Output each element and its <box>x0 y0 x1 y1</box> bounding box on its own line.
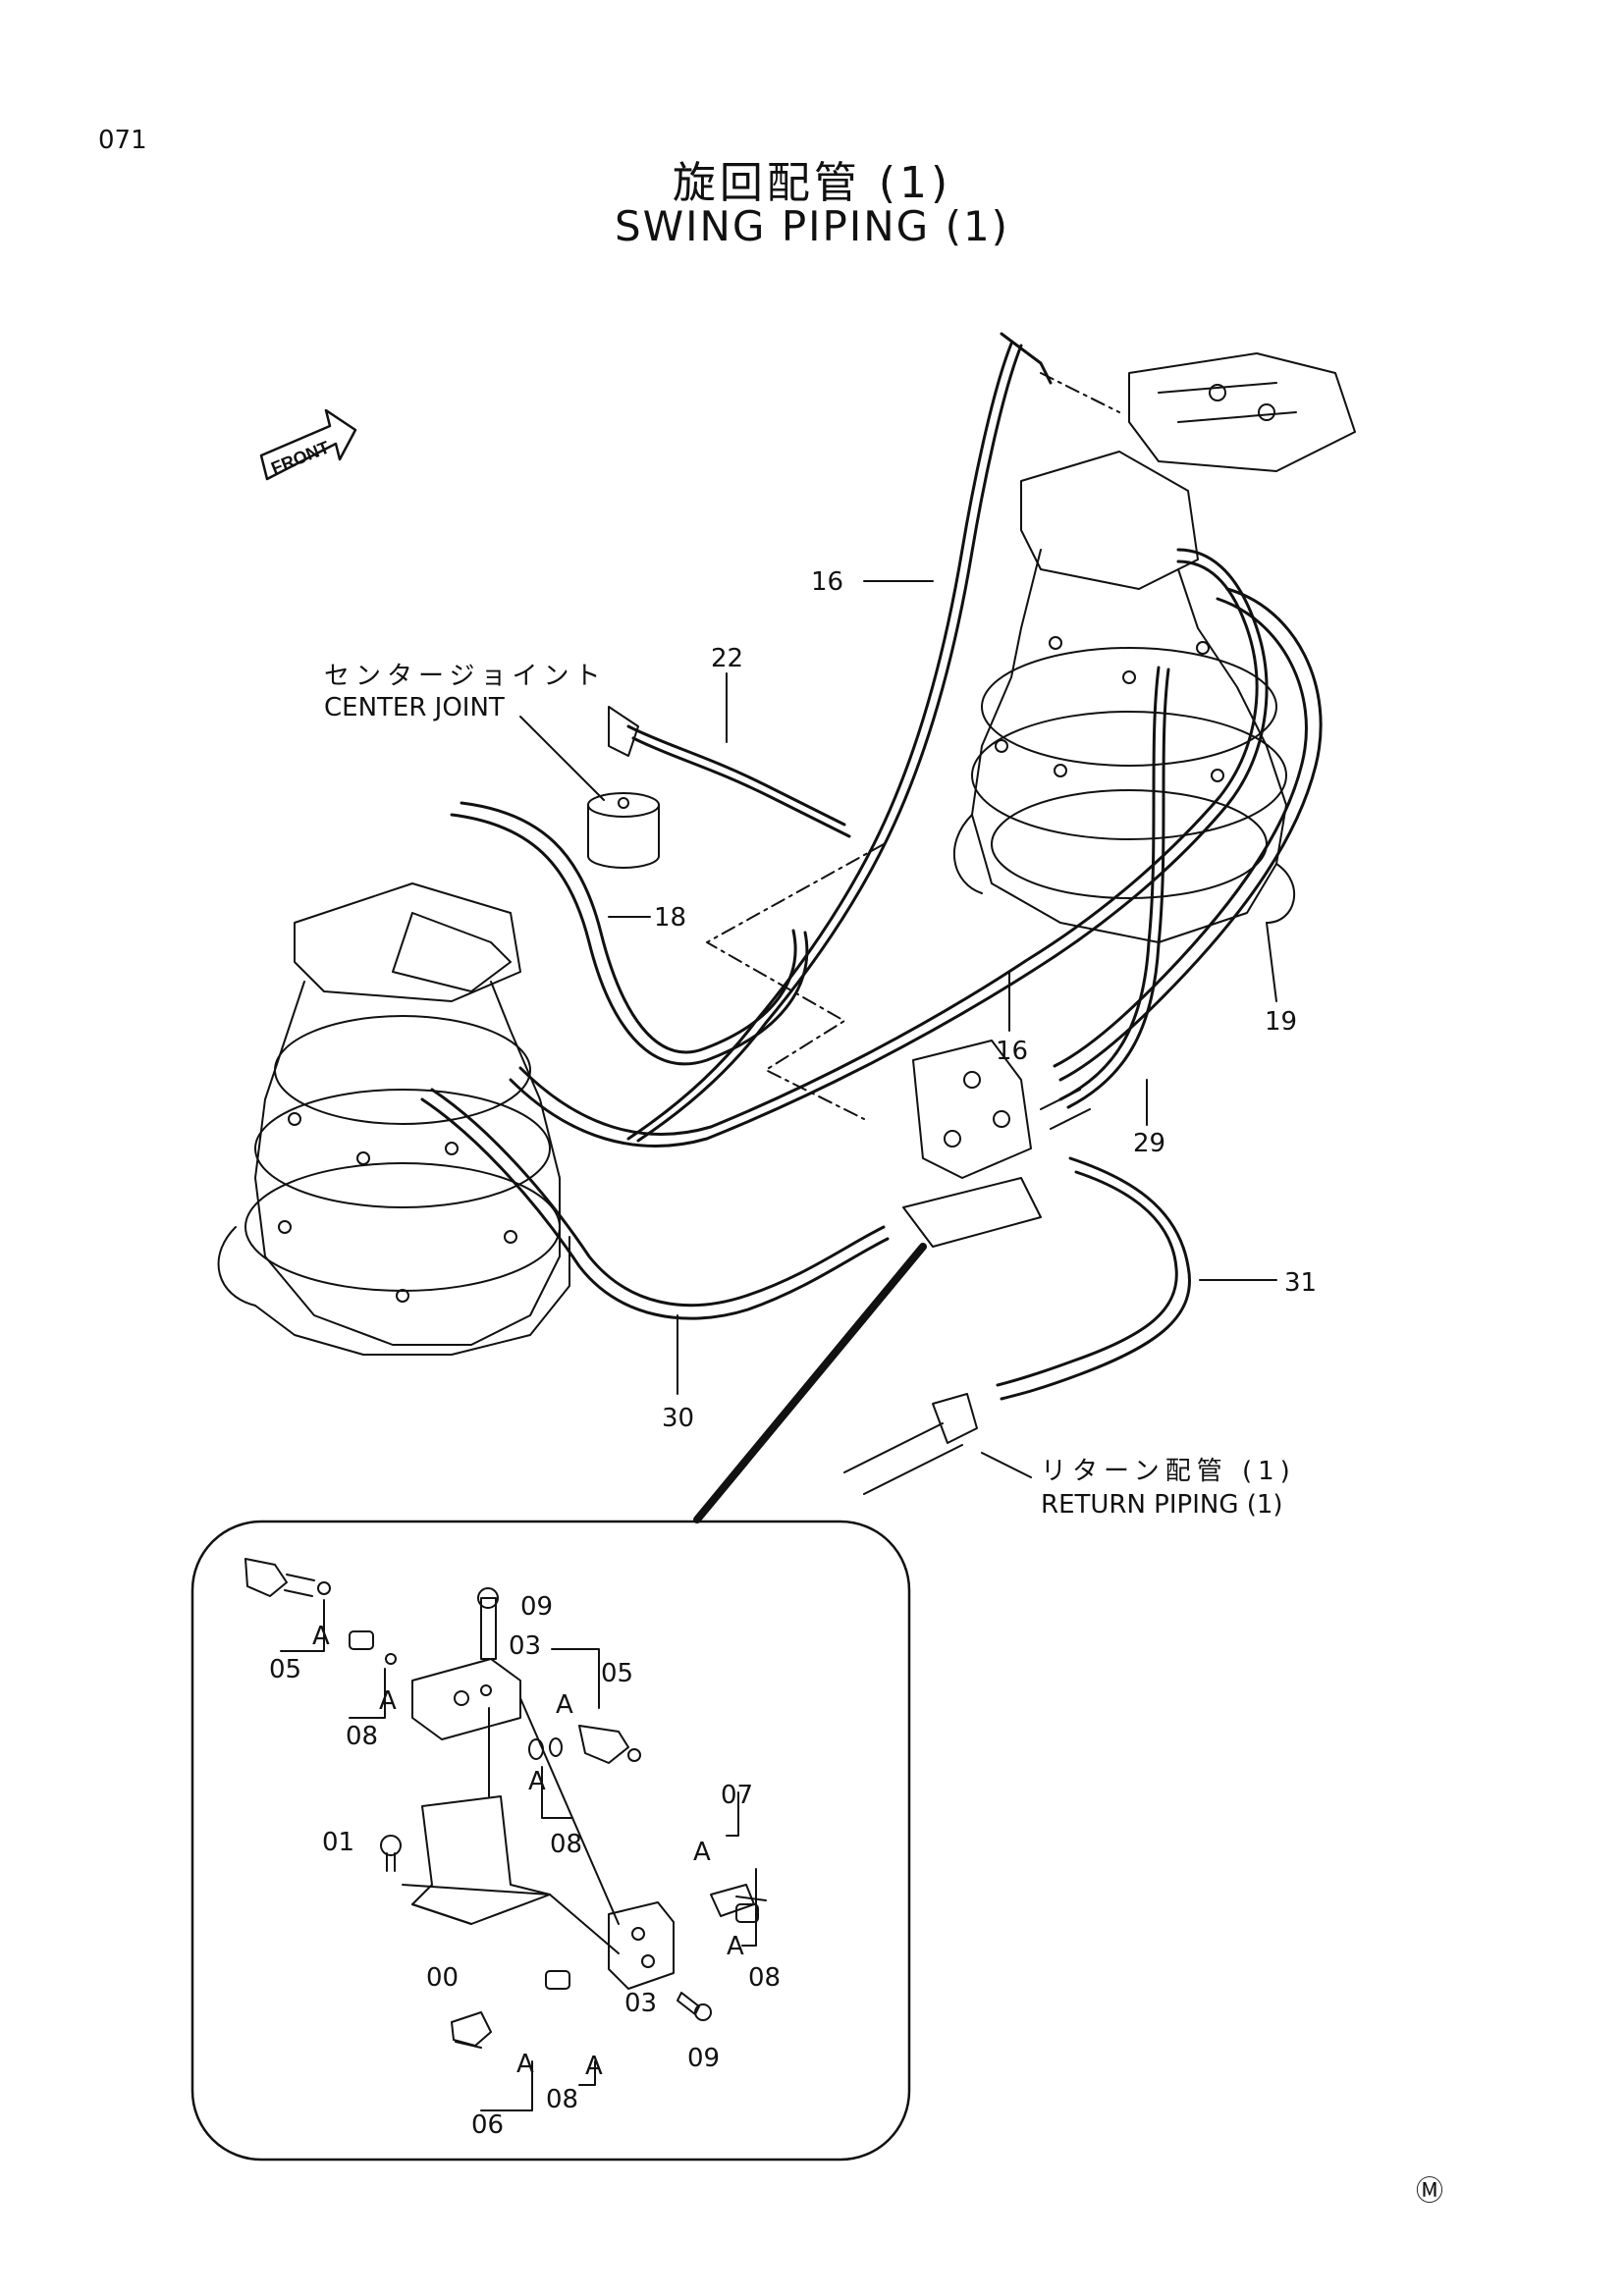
seal-letter: A <box>379 1686 397 1716</box>
callout-30: 30 <box>662 1404 695 1433</box>
plug-icon <box>735 1903 759 1923</box>
hose-30-edge <box>420 1097 890 1320</box>
callout-16-lower: 16 <box>996 1037 1029 1066</box>
return-piping-icon <box>843 1393 978 1495</box>
hose-29-edge <box>1066 667 1170 1109</box>
callout-16-upper: 16 <box>811 567 844 597</box>
seal-letter: A <box>556 1690 573 1720</box>
hose-31 <box>1000 1156 1191 1401</box>
seal-letter: A <box>312 1622 330 1651</box>
detail-callout-08-left: 08 <box>346 1722 379 1751</box>
page-number: 071 <box>98 126 147 155</box>
hose-22-edge <box>631 736 851 838</box>
center-joint-label-en: CENTER JOINT <box>324 693 505 722</box>
detail-block-top-icon <box>411 1658 521 1740</box>
tee-fitting-icon <box>451 2011 492 2049</box>
callout-31: 31 <box>1284 1268 1318 1298</box>
center-joint-label-jp: センタージョイント <box>324 662 607 691</box>
callout-19: 19 <box>1265 1007 1298 1037</box>
distribution-block-icon <box>902 1040 1091 1248</box>
return-piping-label-jp: リターン配管 (1) <box>1041 1457 1296 1486</box>
detail-callout-03-top: 03 <box>509 1631 542 1661</box>
seal-letter: A <box>585 2052 603 2081</box>
detail-callout-09-bottom: 09 <box>687 2044 721 2073</box>
center-joint-icon <box>587 792 660 869</box>
tee-fitting-icon <box>578 1725 641 1764</box>
hose-30 <box>430 1088 886 1308</box>
detail-callout-05-right: 05 <box>601 1659 634 1688</box>
bracket-icon <box>402 1795 551 1925</box>
leader-19 <box>1266 922 1277 1002</box>
hose-31-edge <box>996 1170 1178 1387</box>
seal-letter: A <box>693 1838 711 1867</box>
hose-16-upper-edge <box>636 344 1023 1143</box>
bolt-icon <box>380 1835 402 1872</box>
seal-letter: A <box>516 2050 534 2079</box>
callout-18: 18 <box>654 903 687 933</box>
plug-icon <box>349 1630 397 1665</box>
hose-16-lower-edge <box>518 560 1259 1136</box>
leader-return-piping <box>981 1452 1032 1478</box>
connection-line <box>706 843 885 1120</box>
detail-callout-08-bottom: 08 <box>546 2085 579 2114</box>
hose-18 <box>450 813 809 1066</box>
return-piping-label-en: RETURN PIPING (1) <box>1041 1490 1283 1520</box>
callout-bracket <box>280 1599 757 2111</box>
detail-callout-00: 00 <box>426 1963 460 1993</box>
hose-16-upper-fitting <box>1000 332 1053 385</box>
hose-22 <box>626 724 846 827</box>
bolt-icon <box>477 1587 499 1660</box>
detail-callout-09-top: 09 <box>520 1592 554 1622</box>
hose-19 <box>1058 587 1323 1082</box>
hose-19-edge <box>1053 597 1308 1068</box>
front-label: FRONT <box>268 437 332 478</box>
detail-callout-08-mid: 08 <box>550 1830 583 1859</box>
hose-18-edge <box>460 801 797 1054</box>
detail-block-bottom-icon <box>608 1901 675 1990</box>
swing-motor-left-icon <box>217 882 570 1356</box>
detail-leader <box>693 1243 927 1523</box>
detail-callout-05-left: 05 <box>269 1655 302 1684</box>
tee-fitting-icon <box>244 1558 331 1597</box>
callout-22: 22 <box>711 644 744 673</box>
detail-callout-01: 01 <box>322 1828 355 1857</box>
center-joint-leader <box>519 716 605 801</box>
seal-letter: A <box>727 1932 744 1961</box>
hose-22-fitting <box>608 706 639 757</box>
detail-callout-08-right: 08 <box>748 1963 782 1993</box>
hose-29 <box>1058 666 1161 1101</box>
bolt-icon <box>677 1992 712 2021</box>
detail-frame <box>190 1520 911 2162</box>
corner-mark: Ⓜ <box>1416 2174 1444 2207</box>
hose-16-lower <box>509 548 1269 1148</box>
detail-callout-03-bottom: 03 <box>624 1989 658 2018</box>
title-japanese: 旋回配管 (1) <box>672 158 952 208</box>
front-arrow-icon: FRONT <box>259 408 357 481</box>
detail-callout-06: 06 <box>471 2110 505 2140</box>
connection-line <box>1040 372 1120 413</box>
plug-icon <box>545 1970 570 1990</box>
title-english: SWING PIPING (1) <box>614 202 1010 250</box>
callout-29: 29 <box>1133 1129 1166 1158</box>
assembly-line <box>488 1697 620 1954</box>
detail-callout-07: 07 <box>721 1781 754 1810</box>
